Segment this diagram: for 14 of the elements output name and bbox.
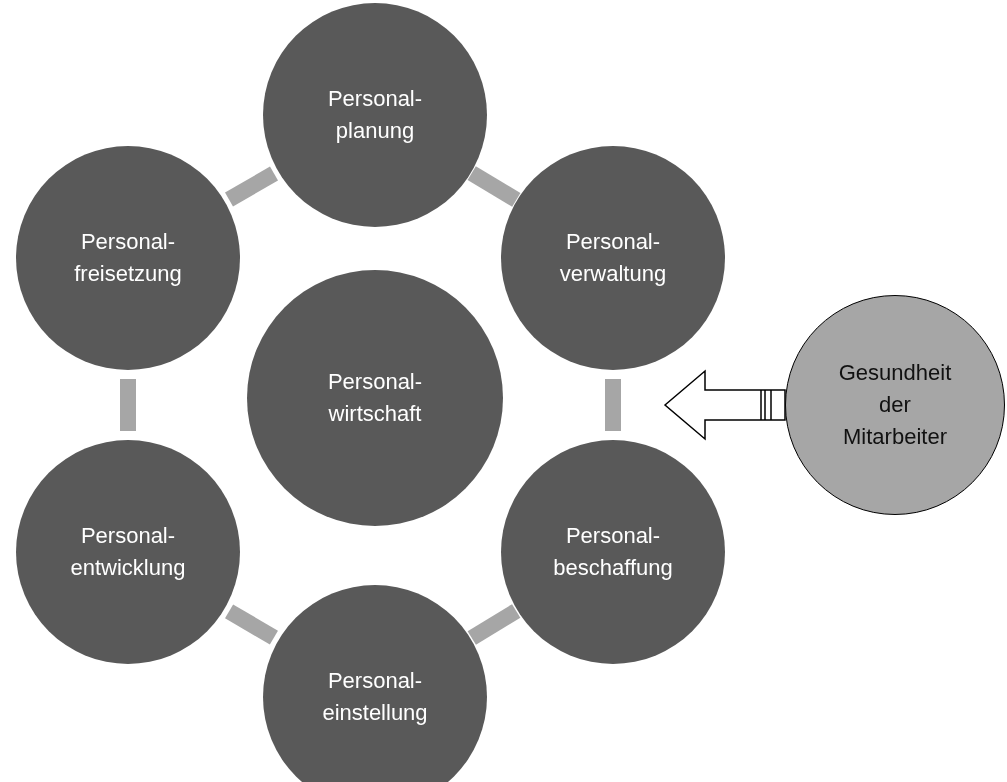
node-label: Personal- entwicklung bbox=[69, 522, 187, 582]
node-label: Personal- beschaffung bbox=[552, 522, 674, 582]
node-label: Personal- wirtschaft bbox=[326, 368, 424, 428]
node-label: Gesundheit der Mitarbeiter bbox=[837, 359, 953, 451]
connector-bar bbox=[467, 604, 521, 645]
connector-bar bbox=[605, 379, 621, 431]
node-label: Personal- einstellung bbox=[321, 667, 429, 727]
node-label: Personal- freisetzung bbox=[73, 228, 183, 288]
connector-bar bbox=[467, 166, 521, 207]
node-label: Personal- verwaltung bbox=[558, 228, 668, 288]
connector-bar bbox=[225, 604, 278, 645]
connector-bar bbox=[225, 166, 278, 207]
node-label: Personal- planung bbox=[326, 85, 424, 145]
connector-bar bbox=[120, 379, 136, 431]
